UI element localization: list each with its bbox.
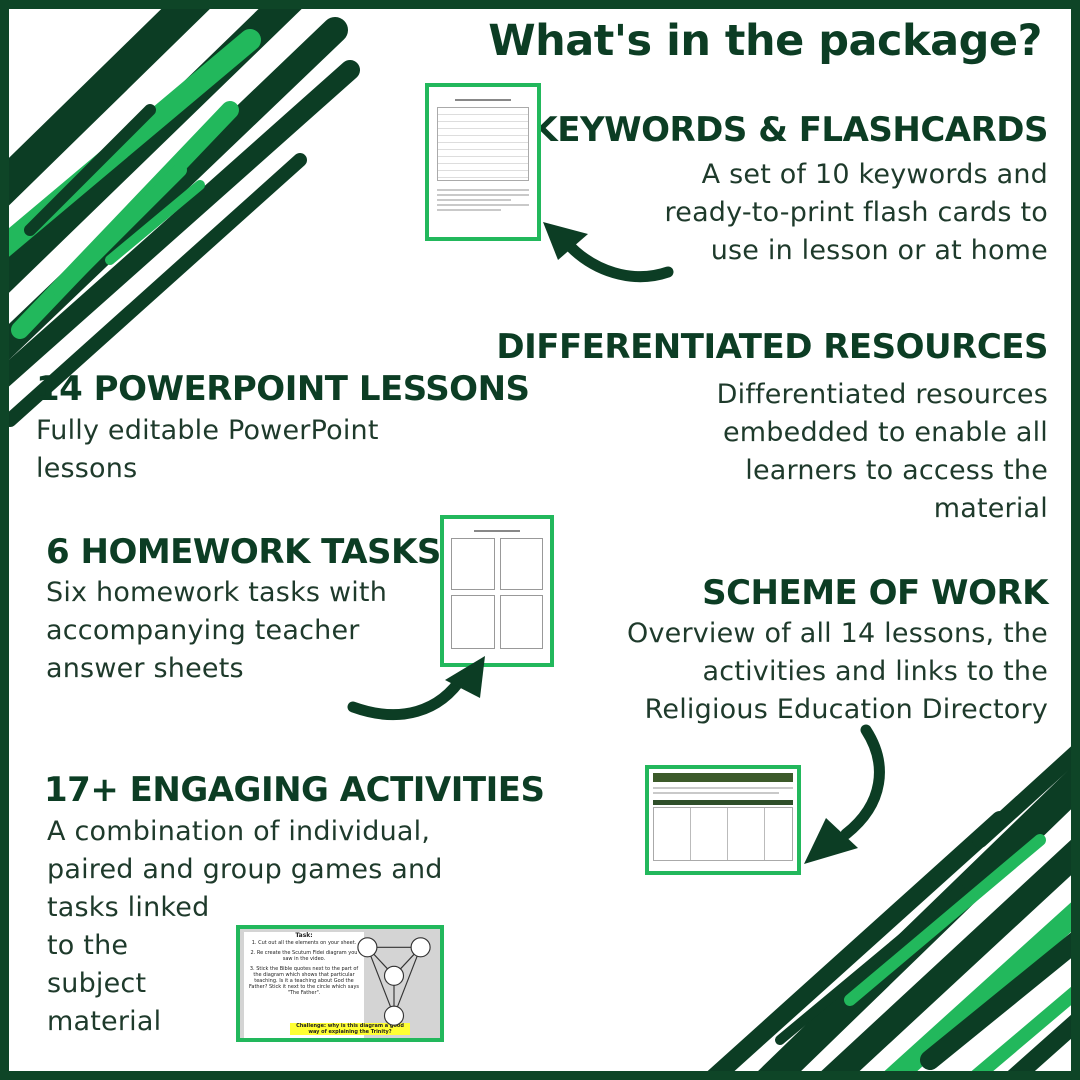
homework-text: Six homework tasks with accompanying tea… (46, 574, 426, 688)
homework-document-thumbnail (440, 515, 554, 667)
activities-line: tasks linked (47, 892, 210, 923)
scheme-line: Overview of all 14 lessons, the (627, 618, 1048, 649)
homework-arrow-icon (347, 656, 485, 721)
differentiated-text: Differentiated resources embedded to ena… (628, 376, 1048, 528)
scheme-document-thumbnail (645, 765, 801, 875)
powerpoint-line: Fully editable PowerPoint (36, 415, 379, 446)
keywords-line: ready-to-print flash cards to (664, 197, 1048, 228)
keywords-document-thumbnail (425, 83, 541, 241)
keywords-heading: KEYWORDS & FLASHCARDS (531, 110, 1048, 150)
powerpoint-text: Fully editable PowerPoint lessons (36, 412, 456, 488)
activities-text: A combination of individual, paired and … (47, 813, 487, 1041)
activities-heading: 17+ ENGAGING ACTIVITIES (44, 770, 545, 810)
differentiated-line: material (933, 493, 1048, 524)
powerpoint-line: lessons (36, 453, 138, 484)
keywords-arrow-icon (543, 222, 674, 283)
task-step: 1. Cut out all the elements on your shee… (251, 940, 357, 946)
scheme-text: Overview of all 14 lessons, the activiti… (568, 615, 1048, 729)
task-challenge: Challenge: why is this diagram a good wa… (290, 1023, 410, 1035)
task-step: 3. Stick the Bible quotes next to the pa… (248, 966, 360, 996)
scheme-line: activities and links to the (702, 656, 1048, 687)
homework-heading: 6 HOMEWORK TASKS (46, 532, 441, 572)
differentiated-line: Differentiated resources (716, 379, 1048, 410)
differentiated-heading: DIFFERENTIATED RESOURCES (496, 327, 1048, 367)
differentiated-line: learners to access the (745, 455, 1048, 486)
activities-line: subject (47, 968, 147, 999)
keywords-line: A set of 10 keywords and (701, 159, 1048, 190)
homework-line: Six homework tasks with (46, 577, 388, 608)
task-slide-thumbnail: Task: 1. Cut out all the elements on you… (236, 925, 444, 1042)
activities-line: to the (47, 930, 129, 961)
scutum-fidei-diagram (357, 937, 431, 1026)
task-steps: 1. Cut out all the elements on your shee… (244, 939, 364, 997)
scheme-heading: SCHEME OF WORK (702, 573, 1048, 613)
activities-line: material (47, 1006, 162, 1037)
activities-line: paired and group games and (47, 854, 443, 885)
keywords-line: use in lesson or at home (710, 235, 1048, 266)
homework-line: answer sheets (46, 653, 244, 684)
differentiated-line: embedded to enable all (722, 417, 1048, 448)
task-title: Task: (295, 932, 313, 939)
task-step: 2. Re create the Scutum Fidei diagram yo… (250, 950, 358, 962)
activities-line: A combination of individual, (47, 816, 431, 847)
page-title: What's in the package? (488, 16, 1042, 66)
scheme-line: Religious Education Directory (644, 694, 1048, 725)
scheme-arrow-icon (804, 724, 885, 864)
keywords-text: A set of 10 keywords and ready-to-print … (578, 156, 1048, 270)
homework-line: accompanying teacher (46, 615, 360, 646)
powerpoint-heading: 14 POWERPOINT LESSONS (36, 369, 530, 409)
